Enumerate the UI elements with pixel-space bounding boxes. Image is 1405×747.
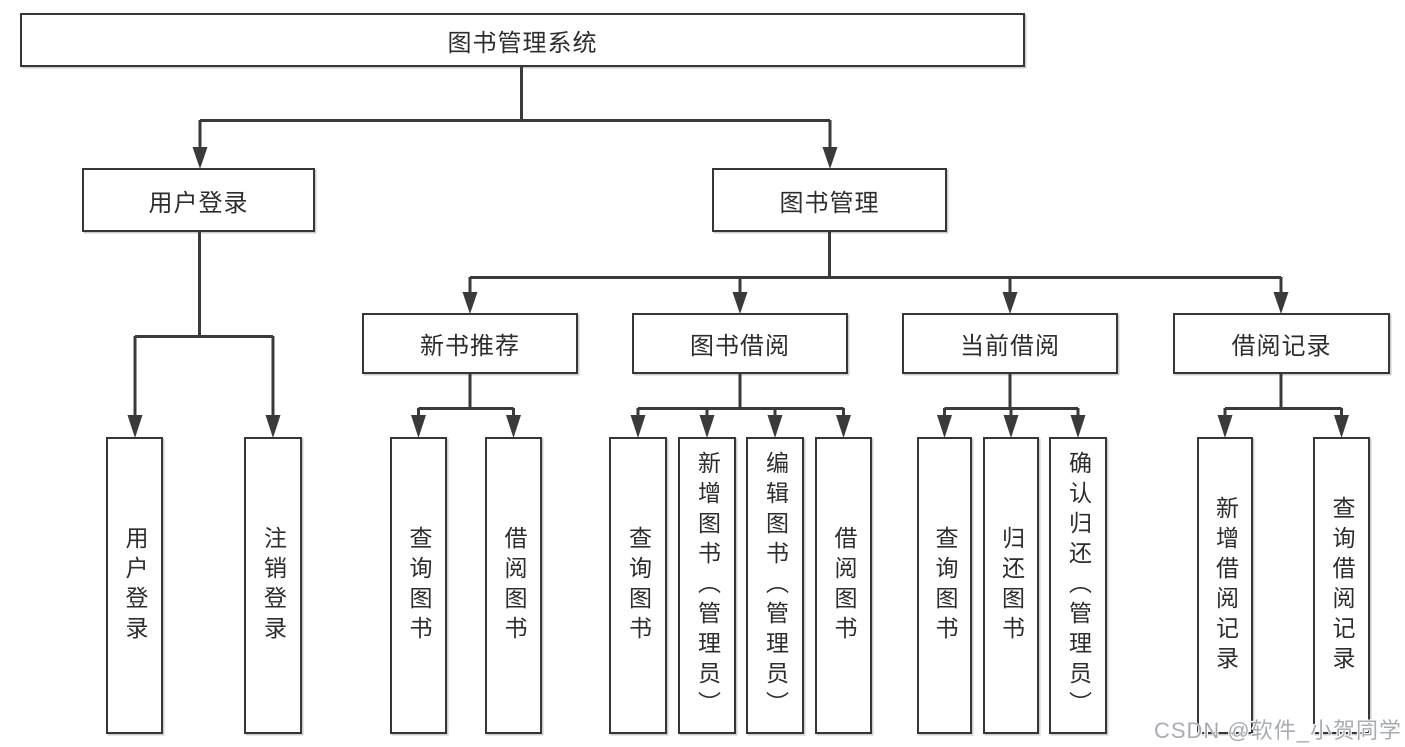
node-label: 借阅图书 — [501, 525, 527, 646]
node-new-book-recommendation: 新书推荐 — [362, 313, 578, 374]
node-leaf-add-books-admin: 新增图书（管理员） — [678, 437, 736, 734]
node-leaf-borrow-books-borrow: 借阅图书 — [815, 437, 872, 734]
node-leaf-confirm-return-admin: 确认归还（管理员） — [1049, 437, 1107, 734]
node-label: 借阅记录 — [1231, 333, 1332, 360]
node-leaf-edit-books-admin: 编辑图书（管理员） — [746, 437, 804, 734]
node-label: 确认归还（管理员） — [1065, 450, 1092, 721]
node-book-management: 图书管理 — [712, 168, 947, 232]
node-label: 新增图书（管理员） — [694, 450, 721, 721]
node-leaf-query-borrow-record: 查询借阅记录 — [1313, 437, 1370, 734]
node-label: 编辑图书（管理员） — [762, 450, 789, 721]
node-label: 借阅图书 — [831, 525, 857, 646]
node-label: 注销登录 — [260, 525, 287, 646]
node-label: 查询图书 — [625, 525, 652, 646]
node-current-borrowing: 当前借阅 — [902, 313, 1118, 374]
csdn-watermark: CSDN @软件_小贺同学 — [1153, 718, 1402, 743]
node-label: 用户登录 — [122, 525, 148, 646]
node-leaf-add-borrow-record: 新增借阅记录 — [1197, 437, 1253, 734]
node-book-borrowing: 图书借阅 — [632, 313, 848, 374]
node-leaf-query-books-current: 查询图书 — [917, 437, 972, 734]
node-label: 图书管理 — [779, 189, 880, 217]
node-label: 归还图书 — [998, 525, 1025, 646]
node-label: 图书借阅 — [690, 333, 790, 360]
node-label: 图书管理系统 — [447, 29, 598, 57]
node-leaf-query-books-borrow: 查询图书 — [609, 437, 667, 734]
node-label: 新增借阅记录 — [1212, 495, 1239, 676]
node-label: 新书推荐 — [420, 333, 520, 360]
node-label: 查询图书 — [932, 525, 958, 646]
node-label: 用户登录 — [148, 189, 249, 217]
node-label: 当前借阅 — [960, 333, 1060, 360]
node-leaf-query-books-recommend: 查询图书 — [390, 437, 447, 734]
node-leaf-user-login: 用户登录 — [106, 437, 163, 734]
node-borrowing-records: 借阅记录 — [1173, 313, 1390, 374]
node-leaf-borrow-books-recommend: 借阅图书 — [485, 437, 542, 734]
node-label: 查询借阅记录 — [1329, 495, 1355, 676]
node-label: 查询图书 — [406, 525, 432, 646]
node-leaf-return-books: 归还图书 — [983, 437, 1039, 734]
node-leaf-logout: 注销登录 — [244, 437, 302, 734]
node-user-login: 用户登录 — [82, 168, 315, 232]
node-library-management-system: 图书管理系统 — [20, 13, 1025, 67]
